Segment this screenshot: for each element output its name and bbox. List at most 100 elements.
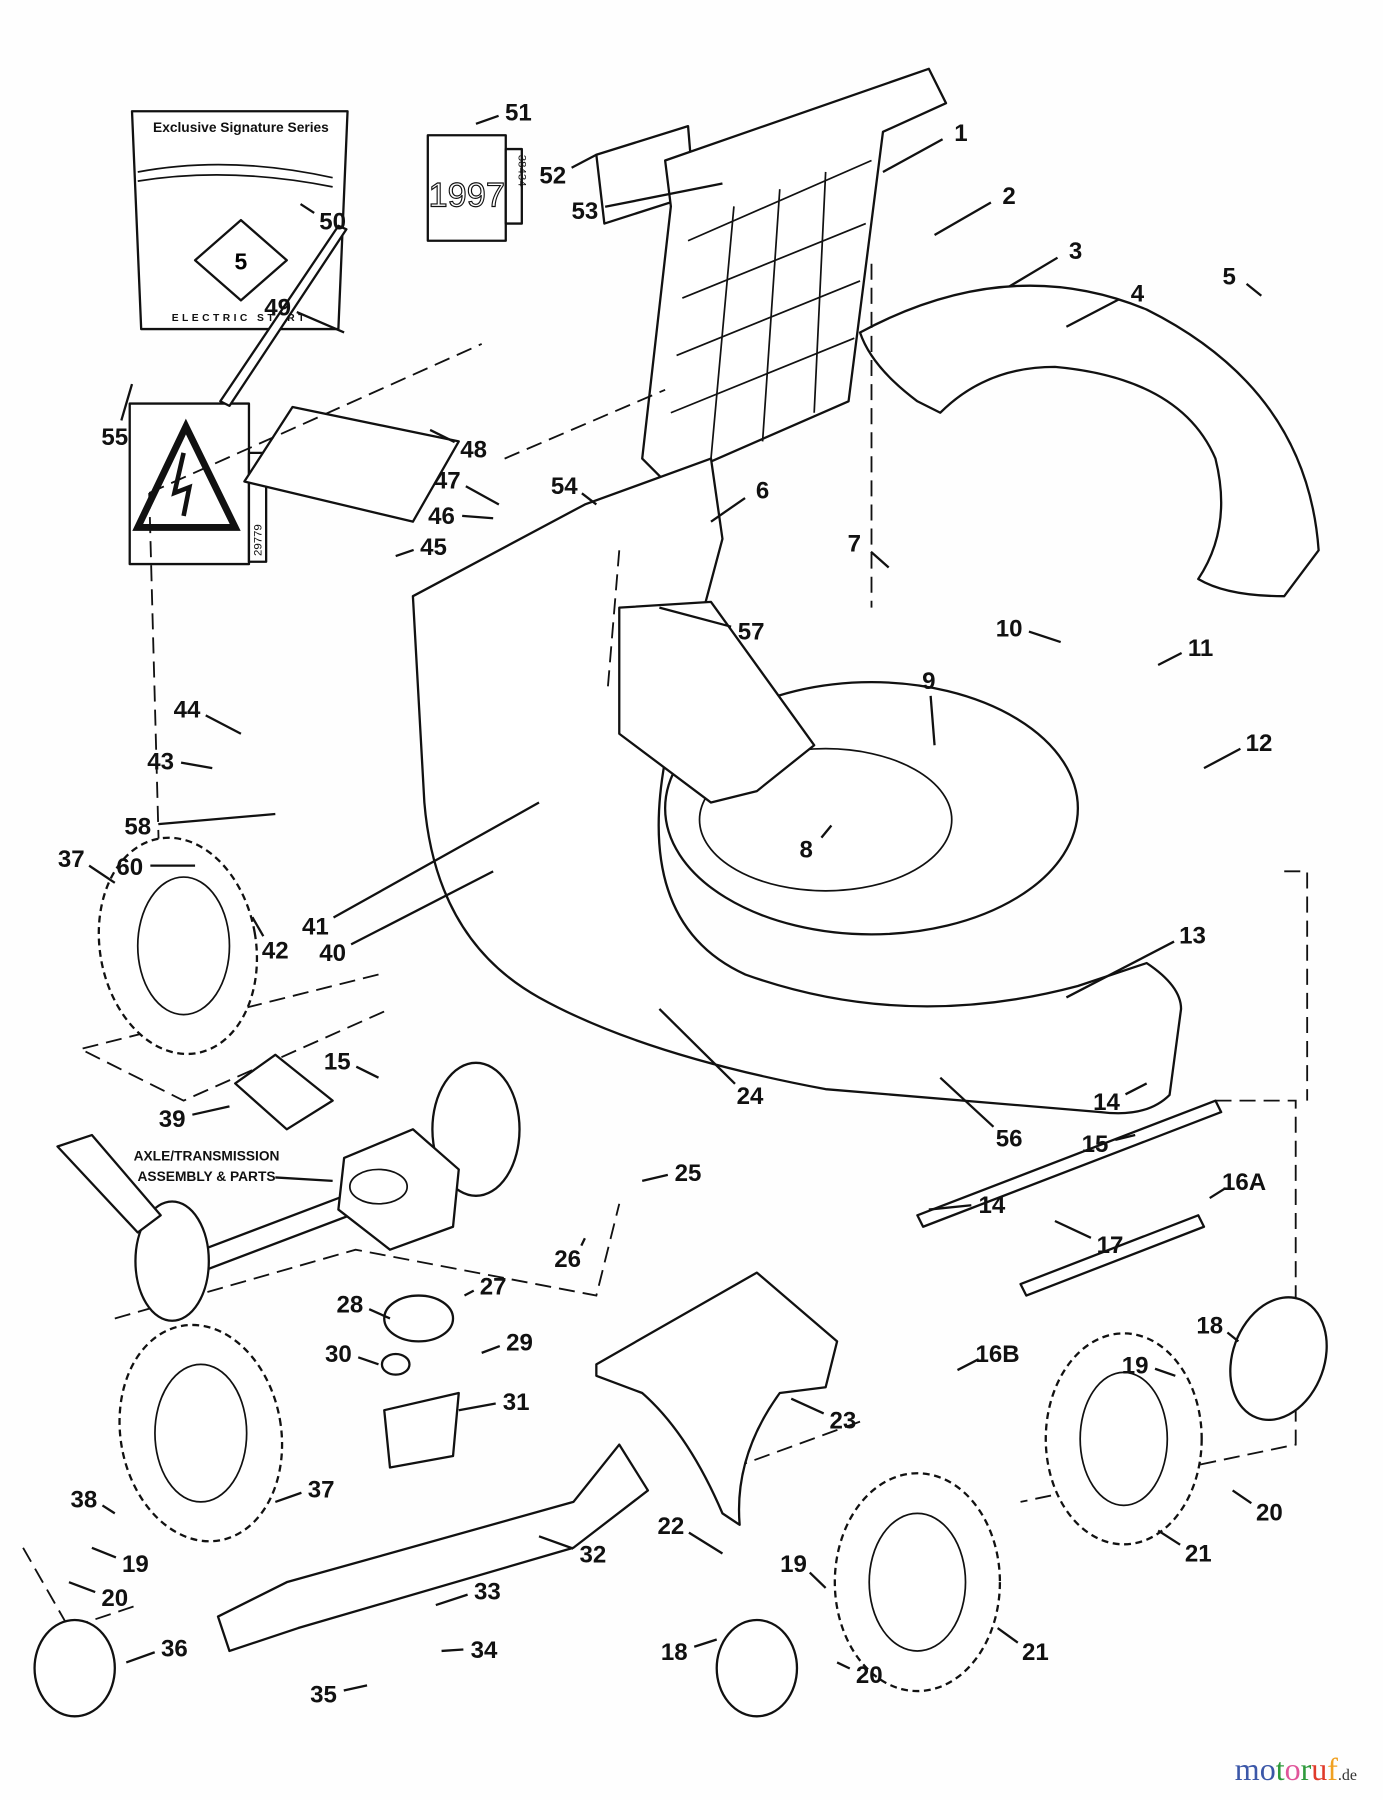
callout-41: 41: [302, 913, 329, 940]
callout-21: 21: [1022, 1639, 1049, 1666]
callout-leader: [996, 1627, 1019, 1644]
callout-52: 52: [539, 162, 566, 189]
callout-45: 45: [420, 534, 447, 561]
callout-leader: [274, 1491, 302, 1503]
callout-leader: [571, 153, 597, 169]
callout-57: 57: [738, 619, 765, 646]
callout-9: 9: [922, 668, 935, 695]
callout-leader: [251, 916, 265, 937]
callout-35: 35: [310, 1682, 337, 1709]
callout-46: 46: [428, 503, 455, 530]
callout-leader: [1054, 1219, 1092, 1239]
callout-leader: [180, 761, 213, 770]
svg-text:ELECTRIC START: ELECTRIC START: [172, 313, 308, 324]
callout-leader: [1028, 630, 1062, 644]
callout-54: 54: [551, 473, 578, 500]
callout-leader: [1154, 1367, 1176, 1377]
callout-1: 1: [954, 120, 967, 147]
callout-10: 10: [996, 615, 1023, 642]
callout-leader: [458, 1402, 496, 1412]
callout-leader: [1226, 1331, 1240, 1343]
callout-8: 8: [799, 837, 812, 864]
watermark-logo: motoruf.de: [1234, 1751, 1357, 1787]
callout-11: 11: [1188, 635, 1213, 662]
callout-2: 2: [1002, 183, 1015, 210]
callout-19: 19: [1122, 1353, 1149, 1380]
svg-text:ASSEMBLY & PARTS: ASSEMBLY & PARTS: [138, 1169, 276, 1184]
watermark-letter: r: [1300, 1751, 1312, 1787]
callout-leader: [688, 1531, 724, 1555]
callout-leader: [1157, 651, 1183, 666]
blade-adapter: [380, 1294, 460, 1469]
callout-37: 37: [58, 846, 85, 873]
callout-leader: [956, 1358, 980, 1372]
callout-leader: [120, 383, 134, 421]
callout-12: 12: [1246, 730, 1273, 757]
callout-58: 58: [124, 814, 151, 841]
callout-18: 18: [1196, 1312, 1223, 1339]
mower-blade: [216, 1443, 650, 1653]
callout-55: 55: [101, 424, 128, 451]
callout-49: 49: [264, 294, 291, 321]
callout-leader: [604, 182, 723, 208]
callout-leader: [1157, 1529, 1181, 1546]
callout-leader: [395, 548, 414, 558]
callout-4: 4: [1131, 281, 1145, 308]
callout-leader: [296, 310, 345, 334]
callout-53: 53: [571, 198, 598, 225]
callout-leader: [463, 1289, 475, 1297]
callout-19: 19: [780, 1551, 807, 1578]
front-wheel-mid: [715, 1472, 1002, 1718]
callout-22: 22: [657, 1513, 684, 1540]
callout-leader: [332, 801, 540, 919]
callout-leader: [299, 203, 315, 214]
callout-24: 24: [737, 1083, 764, 1110]
callout-leader: [1245, 282, 1263, 297]
callout-leader: [1209, 1187, 1227, 1200]
callout-36: 36: [161, 1636, 188, 1663]
callout-leader: [836, 1661, 851, 1670]
callout-3: 3: [1069, 238, 1082, 265]
callout-leader: [429, 428, 456, 444]
callout-leader: [441, 1648, 464, 1653]
callout-leader: [1065, 940, 1175, 999]
callout-20: 20: [101, 1585, 128, 1612]
callout-26: 26: [554, 1246, 581, 1273]
callout-40: 40: [319, 940, 346, 967]
callout-leader: [343, 1684, 368, 1692]
callout-16a: 16A: [1222, 1169, 1266, 1196]
svg-text:1997: 1997: [429, 176, 505, 214]
height-adjust-rod: [916, 1099, 1223, 1228]
callout-leader: [1065, 298, 1120, 328]
callout-30: 30: [325, 1341, 352, 1368]
callout-31: 31: [503, 1389, 530, 1416]
callout-leader: [1232, 1489, 1252, 1505]
rear-wheel-left-bottom: [33, 1323, 284, 1718]
callout-leader: [350, 870, 494, 946]
callout-leader: [658, 1008, 736, 1085]
callout-56: 56: [996, 1125, 1023, 1152]
watermark-letter: u: [1311, 1751, 1328, 1787]
callout-leader: [101, 1504, 116, 1515]
callout-38: 38: [70, 1487, 97, 1514]
signature-series-decal: Exclusive Signature Series 5 ELECTRIC ST…: [130, 110, 349, 331]
watermark-letter: f: [1327, 1751, 1338, 1787]
callout-leader: [368, 1308, 391, 1320]
callout-leader: [462, 514, 494, 520]
callout-33: 33: [474, 1578, 501, 1605]
callout-25: 25: [675, 1160, 702, 1187]
callout-20: 20: [856, 1662, 883, 1689]
callout-19: 19: [122, 1551, 149, 1578]
callout-47: 47: [434, 467, 461, 494]
svg-text:5: 5: [235, 248, 248, 274]
callout-leader: [820, 824, 833, 839]
svg-text:Exclusive Signature Series: Exclusive Signature Series: [153, 120, 329, 135]
callout-leader: [659, 606, 732, 628]
callout-leader: [928, 1204, 972, 1211]
watermark-letter: t: [1275, 1751, 1285, 1787]
callout-23: 23: [829, 1408, 856, 1435]
callout-leader: [158, 812, 276, 826]
watermark-letter: o: [1284, 1751, 1301, 1787]
